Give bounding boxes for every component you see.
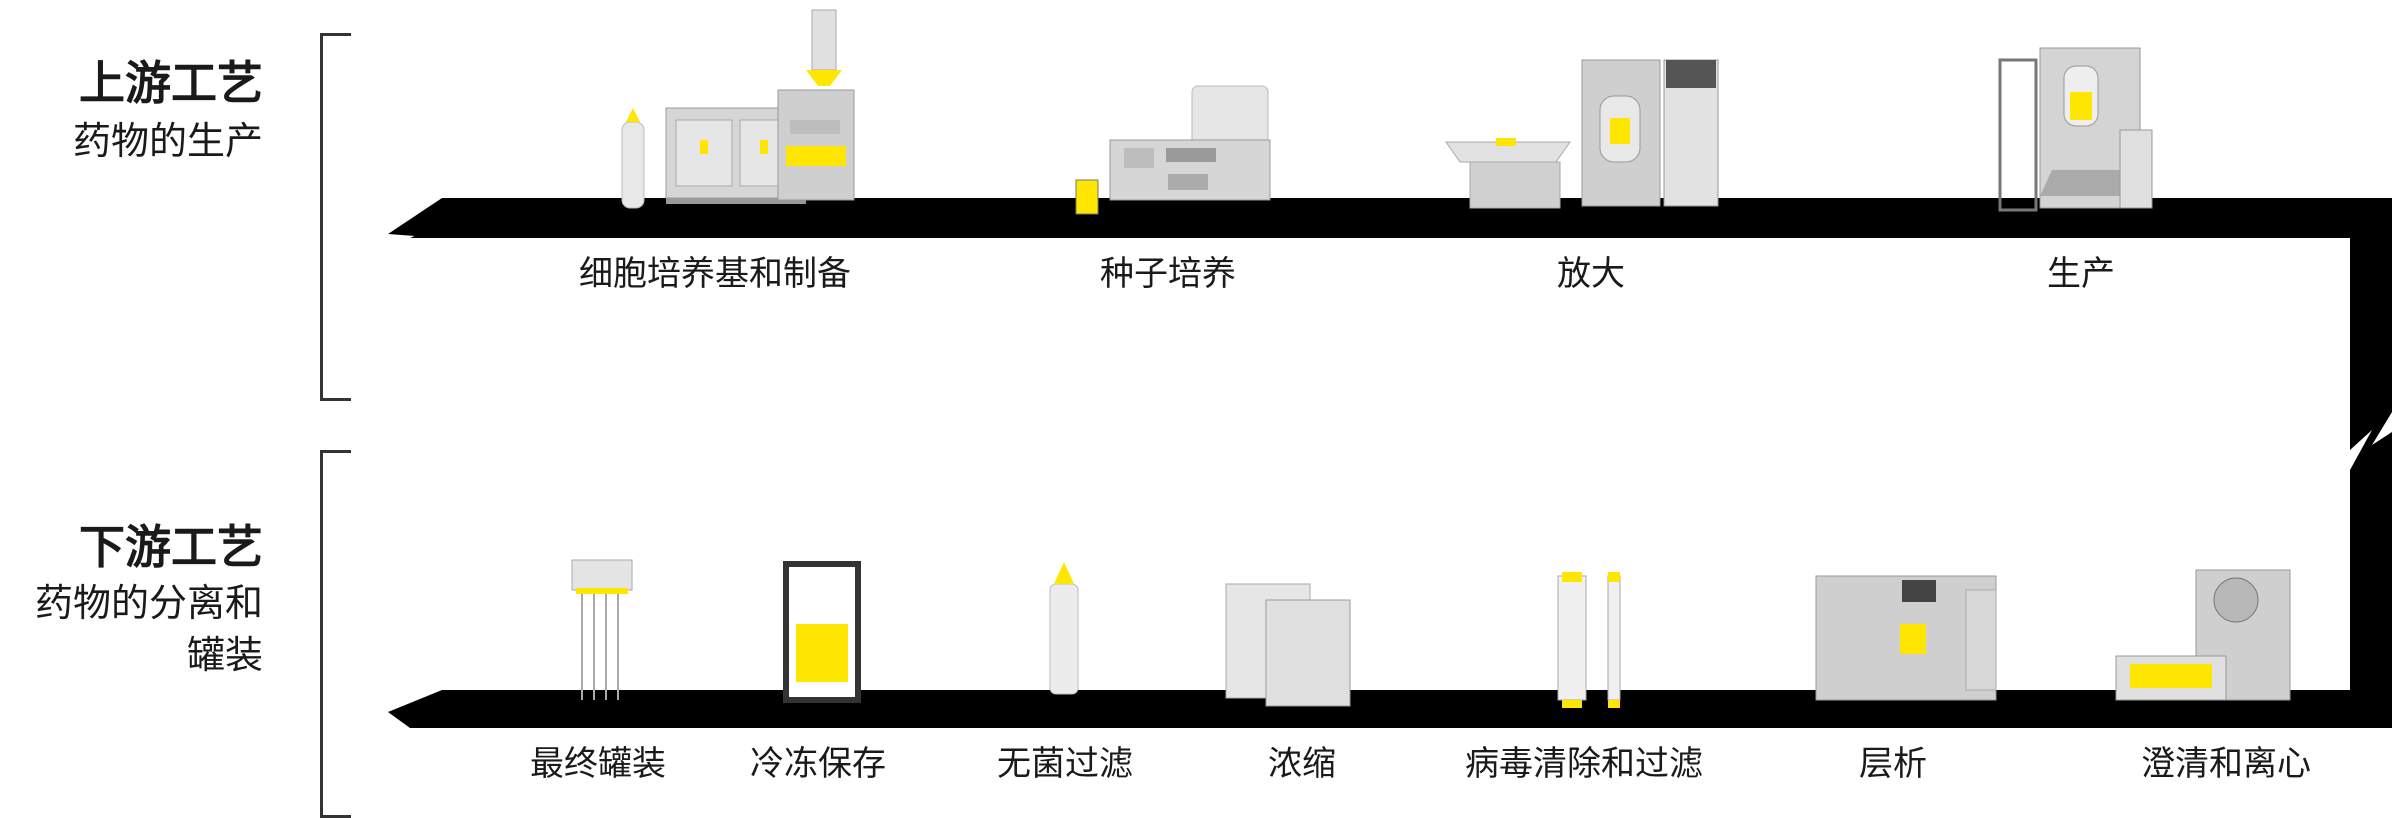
downstream-step-label: 澄清和离心: [2141, 744, 2311, 784]
upstream-arrow-tip: [388, 198, 442, 238]
upstream-step-label: 种子培养: [1100, 254, 1236, 294]
final-filling-equipment: [571, 559, 633, 700]
downstream-subtitle-line2: 罐装: [186, 633, 263, 677]
clarification-centrifuge: [2115, 569, 2291, 701]
upstream-bracket: [320, 33, 351, 401]
cryopreservation-equipment: [783, 561, 861, 703]
downstream-step-label: 浓缩: [1268, 744, 1336, 784]
conveyor-vertical: [2350, 238, 2392, 700]
upstream-step-label: 放大: [1557, 254, 1625, 294]
media-preparation-equipment: [621, 9, 855, 209]
production-bioreactor: [1998, 47, 2153, 212]
downstream-arrow-tip: [388, 690, 442, 728]
downstream-step-label: 冷冻保存: [750, 744, 886, 784]
seed-culture-equipment: [1075, 85, 1271, 215]
downstream-conveyor: [388, 690, 2392, 728]
downstream-subtitle-line1: 药物的分离和: [34, 581, 263, 625]
downstream-title: 下游工艺: [79, 520, 263, 574]
downstream-step-label: 最终罐装: [530, 744, 666, 784]
downstream-step-label: 层析: [1859, 744, 1927, 784]
sterile-filtration-equipment: [1049, 562, 1079, 695]
virus-filtration-equipment: [1557, 572, 1621, 708]
upstream-step-label: 细胞培养基和制备: [579, 254, 851, 294]
upstream-conveyor: [410, 198, 2392, 238]
upstream-subtitle: 药物的生产: [72, 119, 263, 163]
upstream-title: 上游工艺: [79, 56, 263, 110]
scale-up-equipment: [1445, 59, 1719, 209]
downstream-step-label: 病毒清除和过滤: [1465, 744, 1703, 784]
upstream-step-label: 生产: [2047, 254, 2115, 294]
chromatography-system: [1815, 575, 1997, 701]
downstream-step-label: 无菌过滤: [997, 744, 1133, 784]
concentration-equipment: [1225, 583, 1351, 707]
